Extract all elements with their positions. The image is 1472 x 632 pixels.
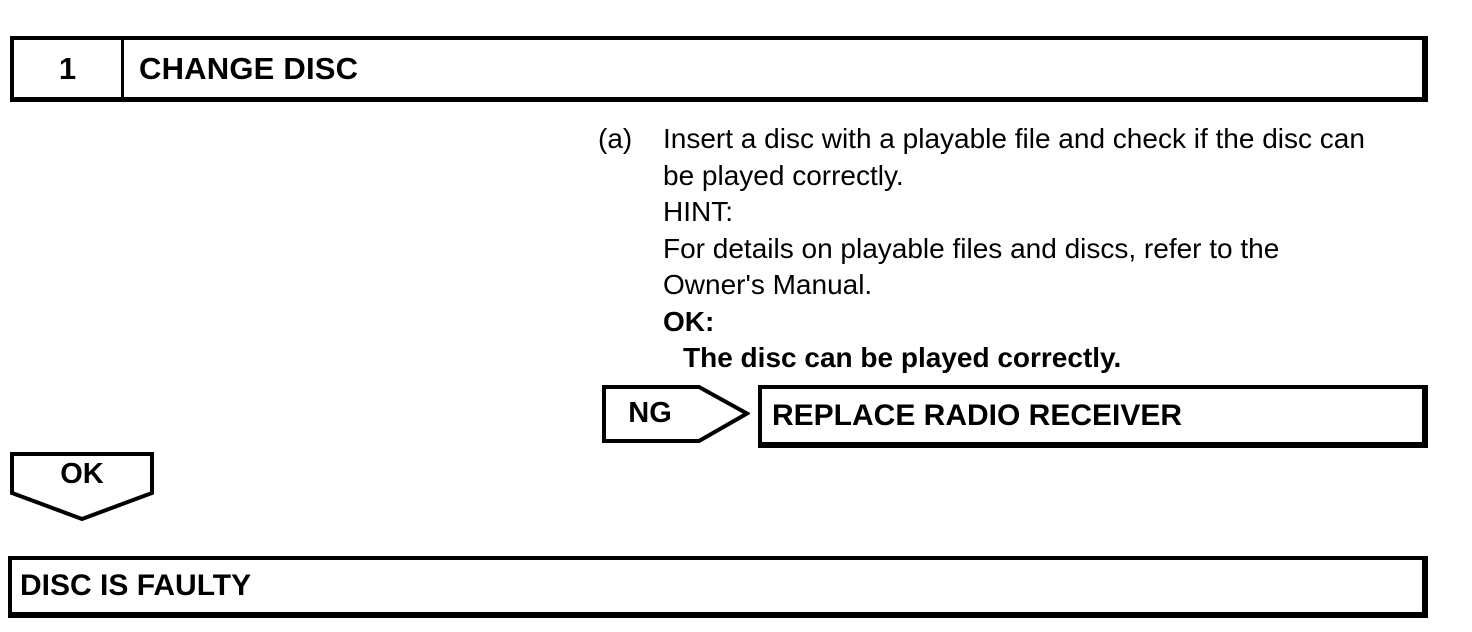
instruction-marker: (a)	[598, 123, 633, 154]
step-title: CHANGE DISC	[139, 50, 359, 86]
instruction-line: Insert a disc with a playable file and c…	[663, 123, 1365, 154]
ng-arrow-icon	[602, 385, 750, 443]
hint-label: HINT:	[663, 196, 733, 227]
ok-label: OK	[60, 457, 104, 490]
ok-condition-label: OK:	[663, 305, 715, 337]
ok-pentagon-icon	[10, 452, 154, 522]
instruction-line: be played correctly.	[663, 159, 904, 191]
ok-condition-text: The disc can be played correctly.	[683, 342, 1122, 373]
instruction-block: (a) Insert a disc with a playable file a…	[598, 121, 1365, 377]
hint-line: For details on playable files and discs,…	[663, 232, 1280, 264]
hint-line: Owner's Manual.	[663, 269, 873, 300]
instruction-lines: Insert a disc with a playable file and c…	[663, 121, 1365, 377]
ng-label: NG	[628, 397, 672, 429]
ng-action-box: REPLACE RADIO RECEIVER	[758, 385, 1428, 448]
step-title-cell: CHANGE DISC	[124, 40, 1422, 97]
step-number: 1	[58, 50, 77, 86]
result-label: DISC IS FAULTY	[20, 569, 252, 602]
result-box: DISC IS FAULTY	[8, 556, 1428, 618]
step-header-box: 1 CHANGE DISC	[10, 36, 1428, 102]
step-number-cell: 1	[14, 40, 124, 97]
ng-action-label: REPLACE RADIO RECEIVER	[772, 398, 1183, 432]
